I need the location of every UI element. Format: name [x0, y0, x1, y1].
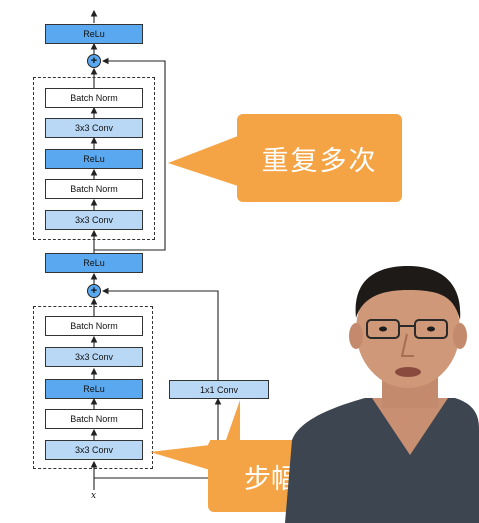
bottom-conv-1: 3x3 Conv	[45, 347, 143, 367]
shortcut-1x1-conv: 1x1 Conv	[169, 380, 269, 399]
bottom-conv-2: 3x3 Conv	[45, 440, 143, 460]
bottom-batch-norm-2: Batch Norm	[45, 409, 143, 429]
top-conv-2: 3x3 Conv	[45, 210, 143, 230]
callout-repeat: 重复多次	[237, 114, 402, 202]
bottom-residual-block-frame	[33, 306, 153, 469]
bottom-batch-norm-1: Batch Norm	[45, 316, 143, 336]
top-add-node: +	[87, 54, 101, 68]
top-relu-output: ReLu	[45, 24, 143, 44]
mid-relu: ReLu	[45, 253, 143, 273]
input-x-label: x	[91, 491, 97, 501]
top-conv-1: 3x3 Conv	[45, 118, 143, 138]
bottom-relu-inner: ReLu	[45, 379, 143, 399]
top-relu-inner: ReLu	[45, 149, 143, 169]
top-residual-block-frame	[33, 77, 155, 240]
top-batch-norm-2: Batch Norm	[45, 179, 143, 199]
top-batch-norm-1: Batch Norm	[45, 88, 143, 108]
bottom-add-node: +	[87, 284, 101, 298]
